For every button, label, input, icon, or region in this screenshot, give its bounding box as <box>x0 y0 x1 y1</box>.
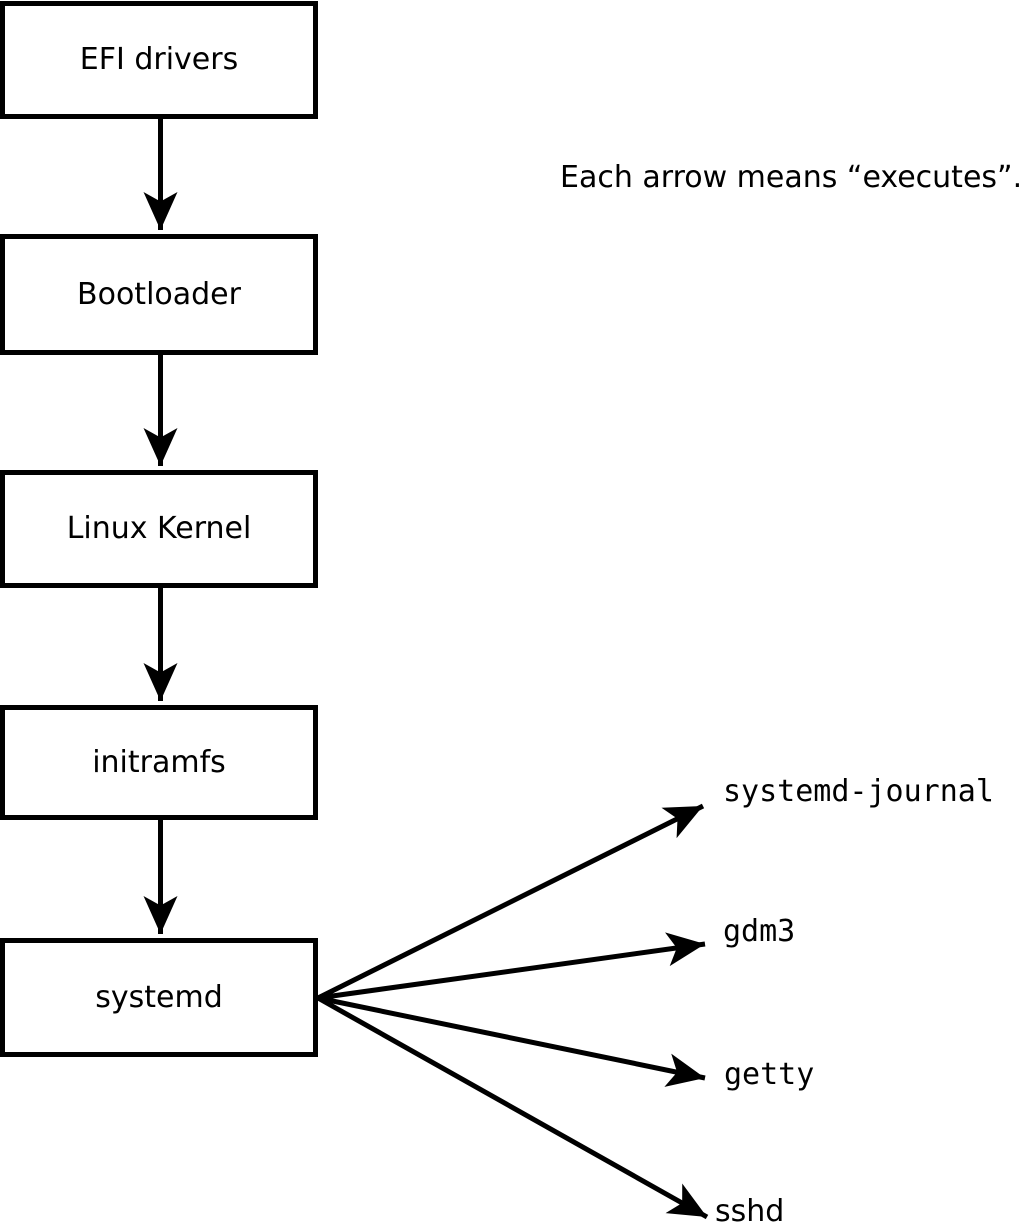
arrow-meaning-annotation: Each arrow means “executes”. <box>560 160 1023 195</box>
node-systemd: systemd <box>0 938 318 1057</box>
node-initramfs-label: initramfs <box>92 744 226 780</box>
target-label-gdm3: gdm3 <box>723 914 796 949</box>
node-linux-kernel: Linux Kernel <box>0 470 318 588</box>
node-efi-drivers: EFI drivers <box>0 1 318 119</box>
node-initramfs: initramfs <box>0 705 318 820</box>
target-label-getty: getty <box>724 1057 815 1092</box>
edge-systemd-to-sshd <box>316 995 709 1220</box>
node-bootloader: Bootloader <box>0 234 318 355</box>
node-systemd-label: systemd <box>95 979 223 1015</box>
node-efi-drivers-label: EFI drivers <box>79 42 239 77</box>
edge-systemd-to-gdm3 <box>317 932 706 1001</box>
target-label-sshd: sshd <box>715 1194 785 1229</box>
target-label-systemd-journal: systemd-journal <box>723 774 994 809</box>
node-bootloader-label: Bootloader <box>77 276 241 312</box>
edge-systemd-to-systemd-journal <box>316 803 705 1001</box>
node-linux-kernel-label: Linux Kernel <box>66 511 252 546</box>
edge-systemd-to-getty <box>317 995 706 1087</box>
